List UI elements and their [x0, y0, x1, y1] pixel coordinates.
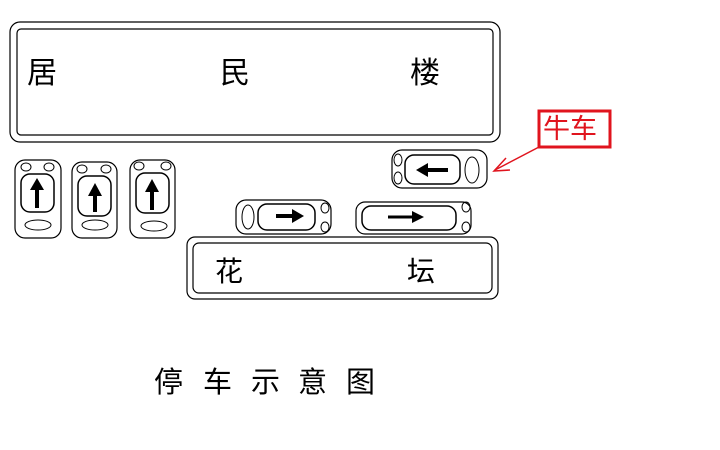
car-right-1: [235, 199, 332, 235]
flower-bed: 花 坛: [186, 236, 499, 300]
callout-label: 牛车: [543, 114, 597, 145]
caption-char-2: 车: [203, 365, 232, 399]
callout-arrow: [494, 146, 540, 171]
residential-building: 居 民 楼: [9, 21, 501, 143]
flowerbed-char-1: 花: [215, 255, 243, 288]
caption-char-3: 示: [251, 365, 280, 399]
caption-char-4: 意: [298, 365, 327, 399]
caption-char-5: 图: [346, 365, 375, 399]
car-left-reversed: [391, 149, 488, 189]
car-up-3: [129, 159, 176, 239]
building-char-3: 楼: [410, 56, 440, 91]
callout: 牛车: [492, 109, 612, 172]
building-char-1: 居: [27, 56, 57, 91]
flowerbed-char-2: 坛: [407, 255, 435, 288]
caption-char-1: 停: [154, 365, 183, 399]
building-char-2: 民: [220, 56, 250, 91]
diagram-caption: 停 车 示 意 图: [154, 365, 375, 399]
car-right-2: [355, 201, 472, 235]
car-up-1: [14, 159, 62, 239]
car-up-2: [71, 161, 118, 239]
